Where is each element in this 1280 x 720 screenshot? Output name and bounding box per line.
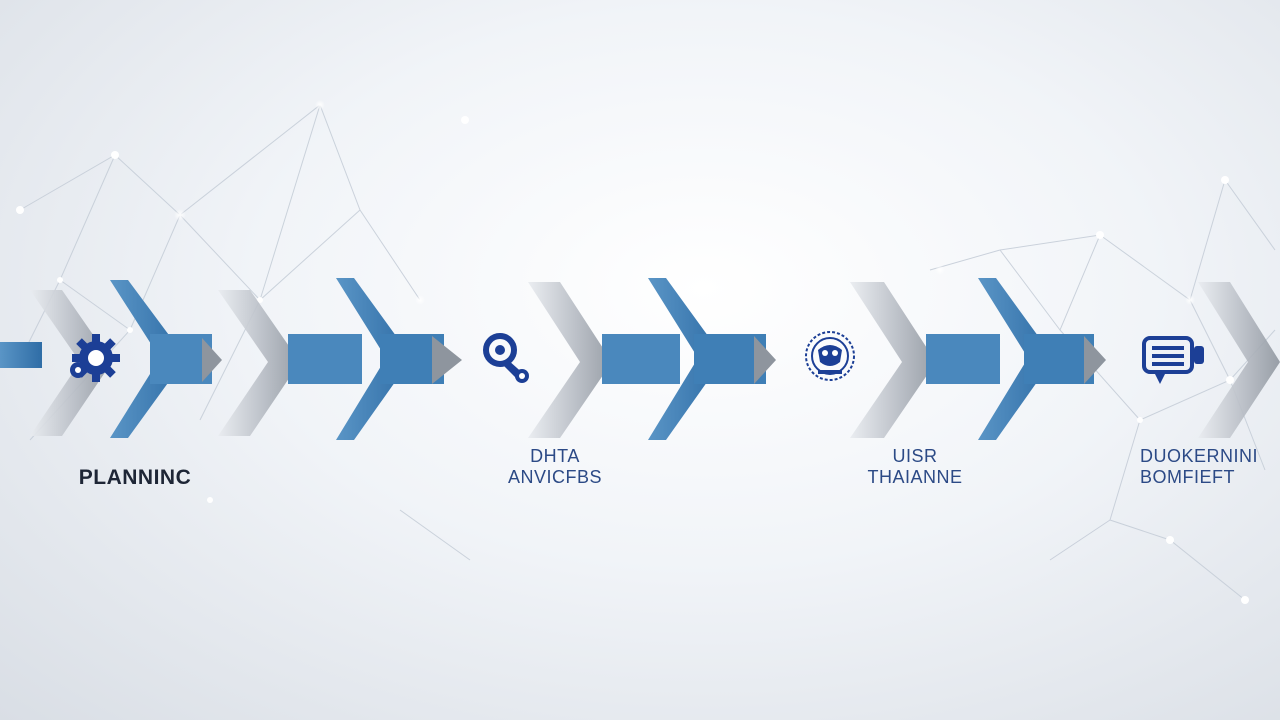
stage-label-line: BOMFIEFT <box>1140 466 1235 487</box>
stage-label-line: PLANNINC <box>78 466 192 489</box>
key-gear-icon <box>483 333 529 383</box>
stage-label-data: DHTA ANVICFBS <box>470 446 640 487</box>
blue-chevrons <box>110 278 1106 440</box>
grey-chevron <box>1198 282 1280 438</box>
blue-bar <box>926 334 1000 384</box>
grey-tip <box>202 338 222 382</box>
grey-tip <box>432 336 462 384</box>
grey-chevron <box>528 282 612 438</box>
blue-bar <box>602 334 680 384</box>
stage-label-line: ANVICFBS <box>507 466 603 487</box>
stage-label-line: THAIANNE <box>867 466 963 487</box>
stage-label-line: UISR <box>892 446 938 466</box>
blue-bar <box>288 334 362 384</box>
stage-label-planning: PLANNINC <box>40 466 230 490</box>
blue-bar <box>150 334 212 384</box>
grey-chevron <box>850 282 936 438</box>
stage-label-user: UISR THAIANNE <box>830 446 1000 487</box>
blue-bar <box>1024 334 1094 384</box>
document-stack-icon <box>1142 336 1204 384</box>
lead-in-bar <box>0 342 42 368</box>
network-nodes <box>16 100 1249 604</box>
grey-tip <box>1084 336 1106 384</box>
grey-chevrons <box>30 282 1280 438</box>
stage-label-document: DUOKERNINI BOMFIEFT <box>1140 446 1280 487</box>
badge-icon <box>805 331 855 381</box>
gear-icon <box>70 334 120 382</box>
stage-label-line: DHTA <box>530 446 580 466</box>
stage-label-line: DUOKERNINI <box>1140 446 1259 466</box>
grey-tip <box>754 336 776 384</box>
grey-chevron <box>218 290 300 436</box>
